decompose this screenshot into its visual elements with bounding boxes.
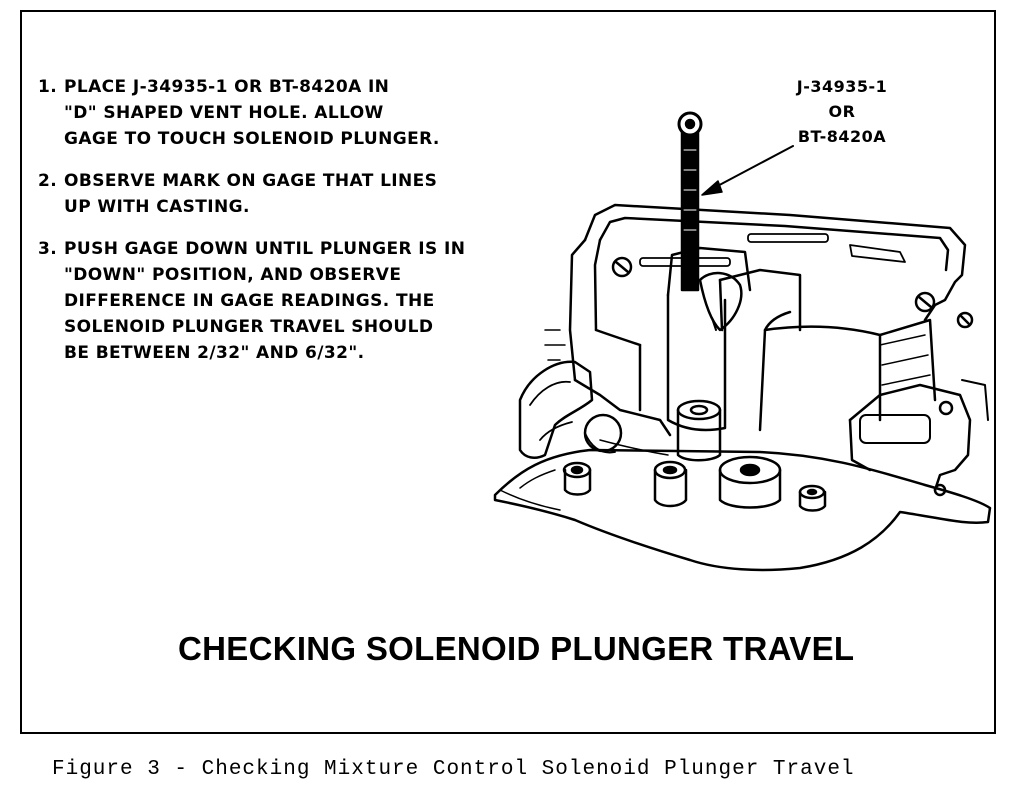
diagram-title: CHECKING SOLENOID PLUNGER TRAVEL — [178, 630, 855, 667]
instruction-step-1: 1. PLACE J-34935-1 OR BT-8420A IN "D" SH… — [38, 74, 538, 152]
instruction-step-2: 2. OBSERVE MARK ON GAGE THAT LINES UP WI… — [38, 168, 538, 220]
instruction-step-3: 3. PUSH GAGE DOWN UNTIL PLUNGER IS IN "D… — [38, 236, 538, 366]
carburetor-base-flange — [493, 448, 992, 572]
step-line: BE BETWEEN 2/32" AND 6/32". — [64, 343, 365, 363]
step-line: DIFFERENCE IN GAGE READINGS. THE — [64, 291, 435, 311]
plunger-gage-tool — [677, 111, 703, 292]
figure-caption: Figure 3 - Checking Mixture Control Sole… — [52, 758, 855, 781]
tool-part-number-1: J-34935-1 — [796, 77, 888, 96]
mounting-studs — [562, 399, 827, 512]
step-line: GAGE TO TOUCH SOLENOID PLUNGER. — [64, 129, 440, 149]
shading-lines — [544, 329, 931, 456]
callout-arrow — [701, 145, 794, 196]
step-number: 2. — [38, 171, 58, 191]
step-number: 1. — [38, 77, 58, 97]
solenoid-housing — [666, 246, 752, 432]
tool-callout-label: J-34935-1 OR BT-8420A — [762, 74, 922, 149]
step-line: OBSERVE MARK ON GAGE THAT LINES — [64, 171, 438, 191]
carburetor-body — [568, 203, 967, 437]
throttle-lever — [518, 360, 623, 459]
step-line: SOLENOID PLUNGER TRAVEL SHOULD — [64, 317, 434, 337]
figure-frame — [20, 10, 996, 734]
tool-part-number-2: BT-8420A — [797, 127, 887, 146]
screw-heads — [611, 256, 974, 329]
instruction-list: 1. PLACE J-34935-1 OR BT-8420A IN "D" SH… — [38, 74, 538, 382]
step-line: UP WITH CASTING. — [64, 197, 250, 217]
step-line: "DOWN" POSITION, AND OBSERVE — [64, 265, 402, 285]
step-line: PLACE J-34935-1 OR BT-8420A IN — [64, 77, 390, 97]
step-line: PUSH GAGE DOWN UNTIL PLUNGER IS IN — [64, 239, 466, 259]
step-number: 3. — [38, 239, 58, 259]
tool-label-or: OR — [828, 102, 856, 121]
step-line: "D" SHAPED VENT HOLE. ALLOW — [64, 103, 384, 123]
choke-linkage — [848, 379, 989, 497]
